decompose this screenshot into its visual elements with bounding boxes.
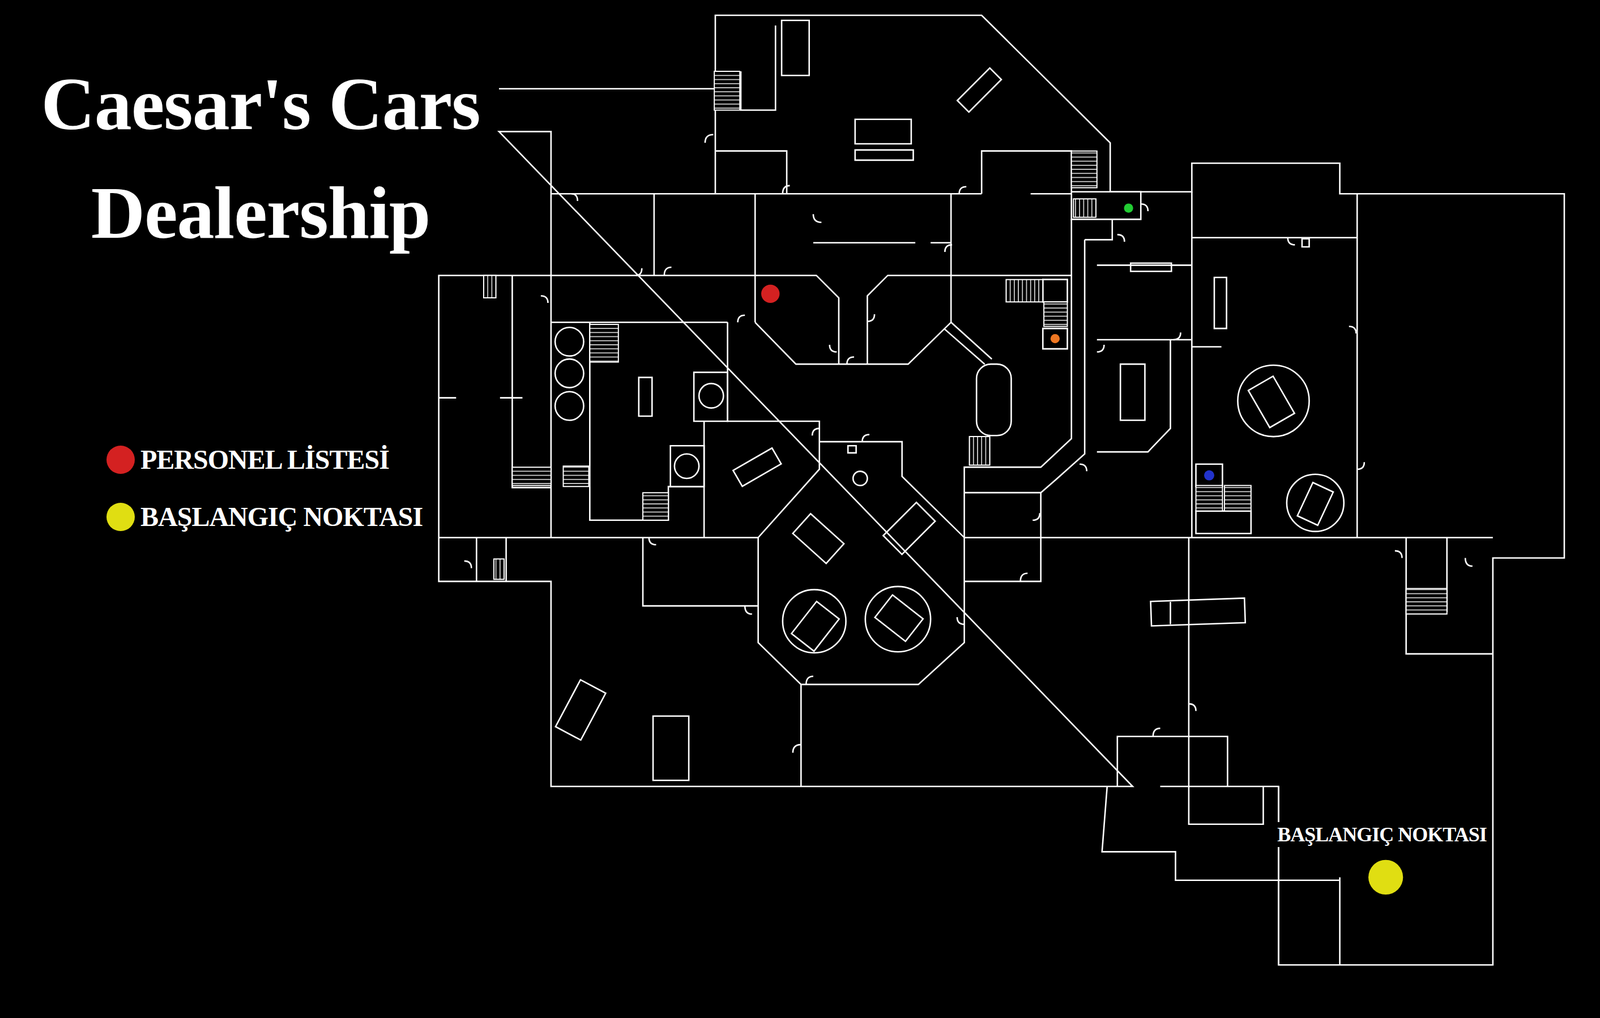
legend-swatch — [106, 445, 135, 475]
legend-swatch — [106, 502, 135, 532]
legend-text: PERSONEL LİSTESİ — [140, 442, 390, 477]
map-title: Caesar's Cars Dealership — [28, 49, 493, 268]
start-label: BAŞLANGIÇ NOKTASI — [1274, 822, 1489, 848]
legend-text: BAŞLANGIÇ NOKTASI — [140, 500, 423, 535]
